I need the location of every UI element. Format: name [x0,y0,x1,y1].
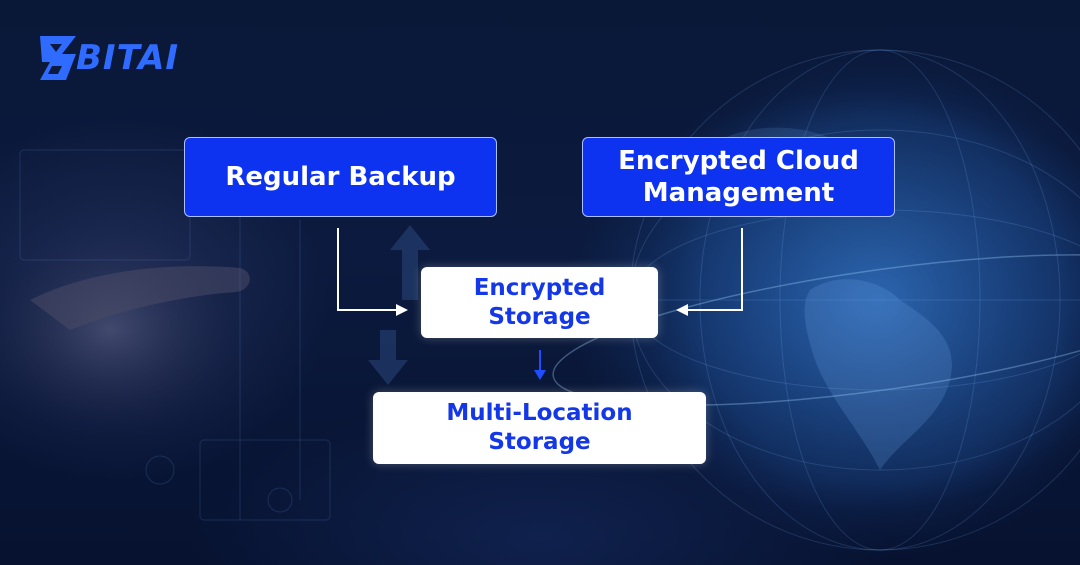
bg-arrows [368,225,430,385]
arrowhead-right-edge [676,304,688,316]
orbit-ring [552,254,1080,406]
brand-logo: BITAI [36,32,179,84]
node-regular-backup: Regular Backup [184,137,497,217]
finger-shape [30,266,250,330]
node-encrypted-cloud-management: Encrypted Cloud Management [582,137,895,217]
tech-lines [19,149,331,521]
arrowhead-down [534,370,546,380]
arrowhead-left-edge [396,304,408,316]
node-label-line1: Encrypted [473,274,606,301]
node-label-line2: Management [642,178,835,208]
edge-cloud-to-storage [686,228,743,311]
brand-name: BITAI [76,38,180,78]
node-multi-location-storage: Multi-Location Storage [373,392,706,464]
edge-backup-to-storage [337,228,400,311]
continent-shape [804,279,952,470]
node-label-line1: Multi-Location [446,400,633,426]
node-label-line2: Storage [488,429,591,455]
node-encrypted-storage: Encrypted Storage [421,267,658,338]
node-label: Regular Backup [225,162,456,192]
node-label-line2: Storage [488,303,591,330]
bitai-logo-icon [40,36,76,80]
node-label-line1: Encrypted Cloud [618,146,859,176]
